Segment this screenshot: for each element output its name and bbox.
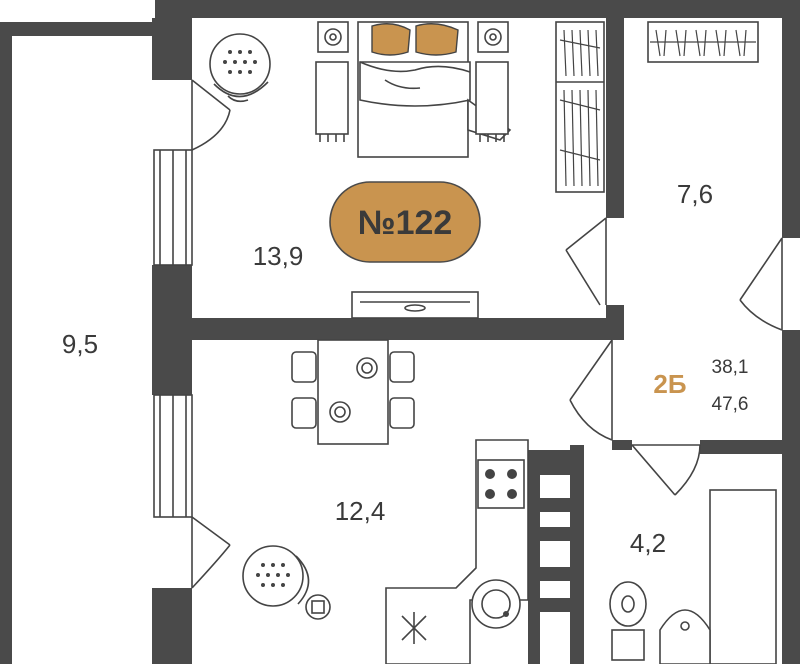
room-area-kitchen: 12,4 xyxy=(335,496,386,526)
washbasin-icon xyxy=(659,609,711,664)
door-icon xyxy=(739,237,783,331)
wardrobe-icon xyxy=(647,21,759,63)
apartment-type: 2Б xyxy=(653,369,686,399)
door-icon xyxy=(565,217,607,306)
window-icon xyxy=(153,149,193,266)
living-area: 38,1 xyxy=(712,357,749,378)
bathtub-icon xyxy=(709,489,777,664)
room-area-bathroom: 4,2 xyxy=(630,528,666,558)
tv-stand-icon xyxy=(351,291,479,319)
armchair-icon xyxy=(242,545,331,620)
sink-icon xyxy=(471,579,521,629)
refrigerator-icon xyxy=(401,612,427,644)
dining-table-icon xyxy=(291,339,415,445)
door-icon xyxy=(569,339,613,441)
door-icon xyxy=(191,516,231,589)
apartment-number-badge: №122 xyxy=(329,181,481,263)
door-icon xyxy=(191,79,231,151)
room-area-balcony: 9,5 xyxy=(62,329,98,359)
door-icon xyxy=(631,444,701,496)
nightstand-icon xyxy=(475,21,509,142)
window-icon xyxy=(153,394,193,518)
stove-icon xyxy=(385,439,529,664)
toilet-icon xyxy=(609,581,647,661)
total-area: 47,6 xyxy=(712,394,749,415)
apartment-number: №122 xyxy=(358,204,453,242)
armchair-icon xyxy=(209,33,271,103)
room-area-bedroom: 13,9 xyxy=(253,241,304,271)
nightstand-icon xyxy=(315,21,349,142)
bed-icon xyxy=(357,21,512,158)
room-area-hall: 7,6 xyxy=(677,179,713,209)
wardrobe-icon xyxy=(555,21,605,193)
